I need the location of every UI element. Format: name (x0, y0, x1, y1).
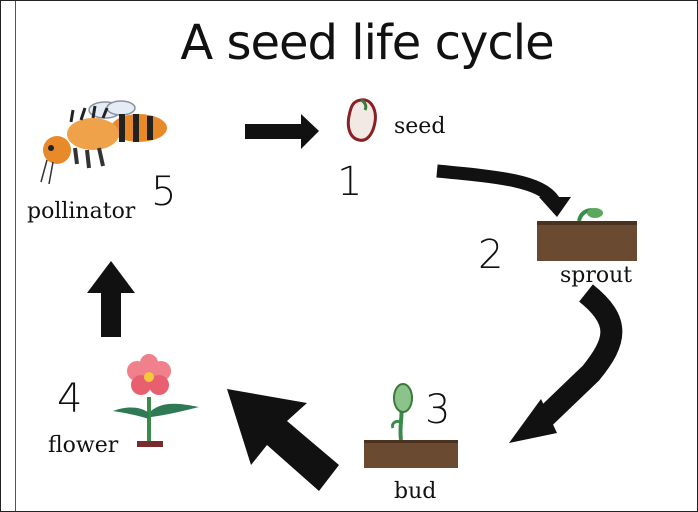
stage-3-label: bud (394, 479, 437, 504)
stage-5-number: 5 (151, 169, 177, 215)
stage-1-label: seed (394, 114, 446, 139)
seed-icon (346, 98, 377, 142)
stage-5-label: pollinator (27, 199, 136, 224)
bud-icon (364, 383, 458, 468)
stage-4-number: 4 (57, 376, 83, 422)
stage-2-number: 2 (478, 232, 504, 278)
sprout-icon (537, 208, 637, 261)
diagram-title: A seed life cycle (180, 15, 554, 71)
flower-icon (113, 354, 199, 447)
stage-4-label: flower (48, 433, 119, 458)
stage-3-number: 3 (425, 387, 451, 433)
stage-1-number: 1 (337, 159, 363, 205)
bee-icon (40, 100, 167, 185)
stage-2-label: sprout (560, 263, 633, 288)
